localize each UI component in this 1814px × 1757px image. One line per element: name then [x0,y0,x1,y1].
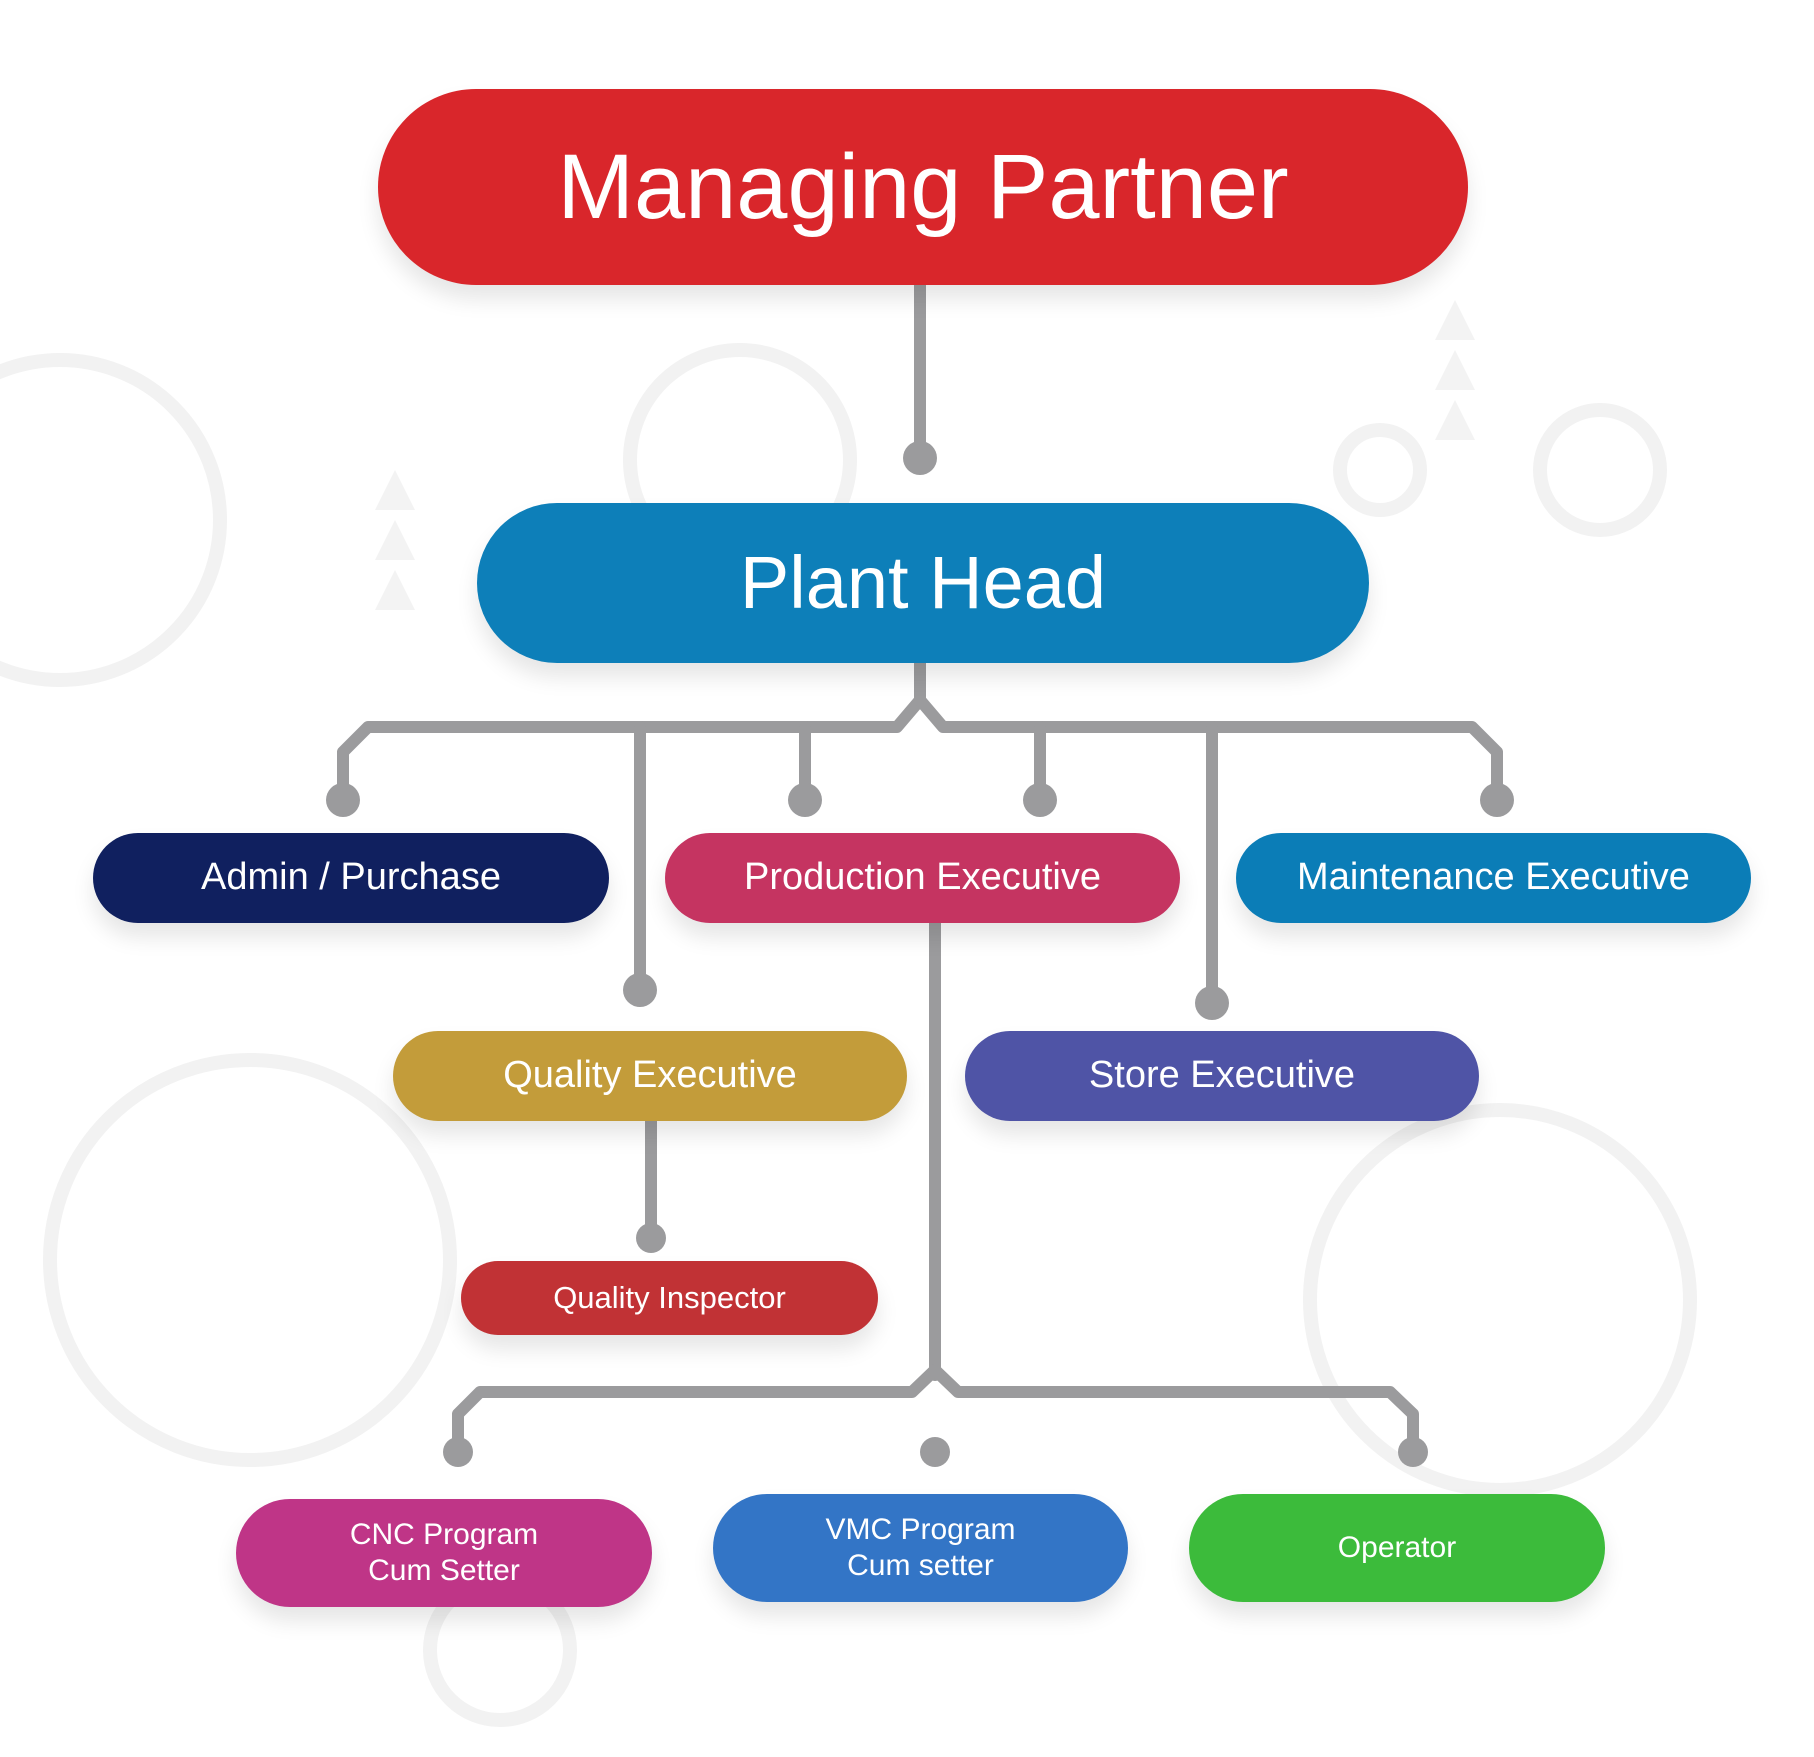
edge-production-bus-left [452,1364,941,1456]
node-operator: Operator [1189,1494,1605,1602]
edge-plant-bus [337,657,926,804]
connector-dot [920,1437,950,1467]
connector-dot [903,441,937,475]
connector-dot [1023,783,1057,817]
connector-dot [326,783,360,817]
node-plant-head: Plant Head [477,503,1369,663]
node-production-executive: Production Executive [665,833,1180,923]
connector-dot [636,1223,666,1253]
node-managing-partner: Managing Partner [378,89,1468,285]
edge-plant-bus-right [914,694,1503,804]
node-quality-inspector: Quality Inspector [461,1261,878,1335]
connector-dot [443,1437,473,1467]
node-vmc-program-cum-setter: VMC Program Cum setter [713,1494,1128,1602]
connector-dot [1480,783,1514,817]
connector-dot [623,973,657,1007]
connector-dot [1398,1437,1428,1467]
node-cnc-program-cum-setter: CNC Program Cum Setter [236,1499,652,1607]
connector-dot [1195,986,1229,1020]
node-quality-executive: Quality Executive [393,1031,907,1121]
node-maintenance-executive: Maintenance Executive [1236,833,1751,923]
node-admin-purchase: Admin / Purchase [93,833,609,923]
edge-production-bus-right [929,1364,1419,1456]
connector-dot [788,783,822,817]
node-store-executive: Store Executive [965,1031,1479,1121]
